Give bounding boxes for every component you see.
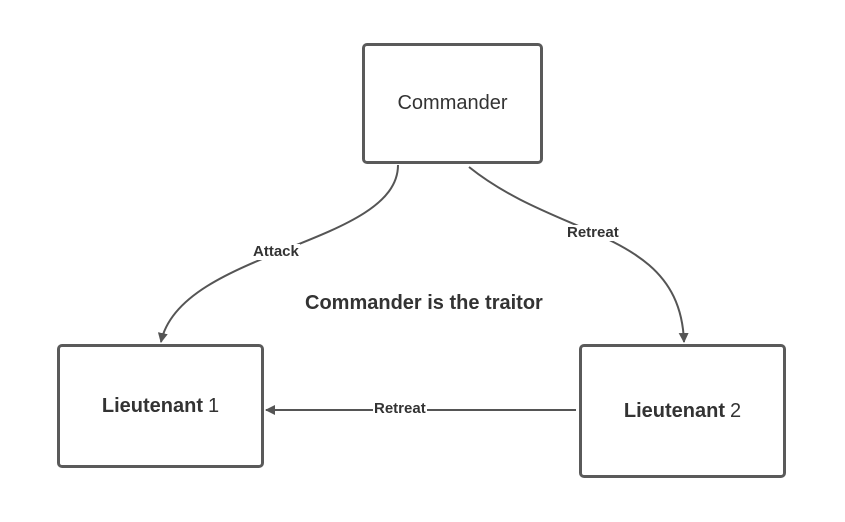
lieutenant-2-number: 2 — [730, 399, 742, 422]
edge-label-retreat-lieutenant: Retreat — [373, 400, 427, 417]
diagram-caption: Commander is the traitor — [305, 292, 543, 314]
lieutenant-1-label: Lieutenant — [101, 394, 203, 417]
lieutenant-2-label: Lieutenant — [623, 399, 725, 422]
commander-node: Commander — [362, 43, 543, 164]
commander-label: Commander — [397, 92, 508, 114]
edge-label-attack: Attack — [252, 243, 300, 260]
edge-commander-to-lieutenant-2 — [468, 166, 689, 343]
edge-label-retreat-commander: Retreat — [566, 224, 620, 241]
lieutenant-1-number: 1 — [208, 394, 220, 417]
